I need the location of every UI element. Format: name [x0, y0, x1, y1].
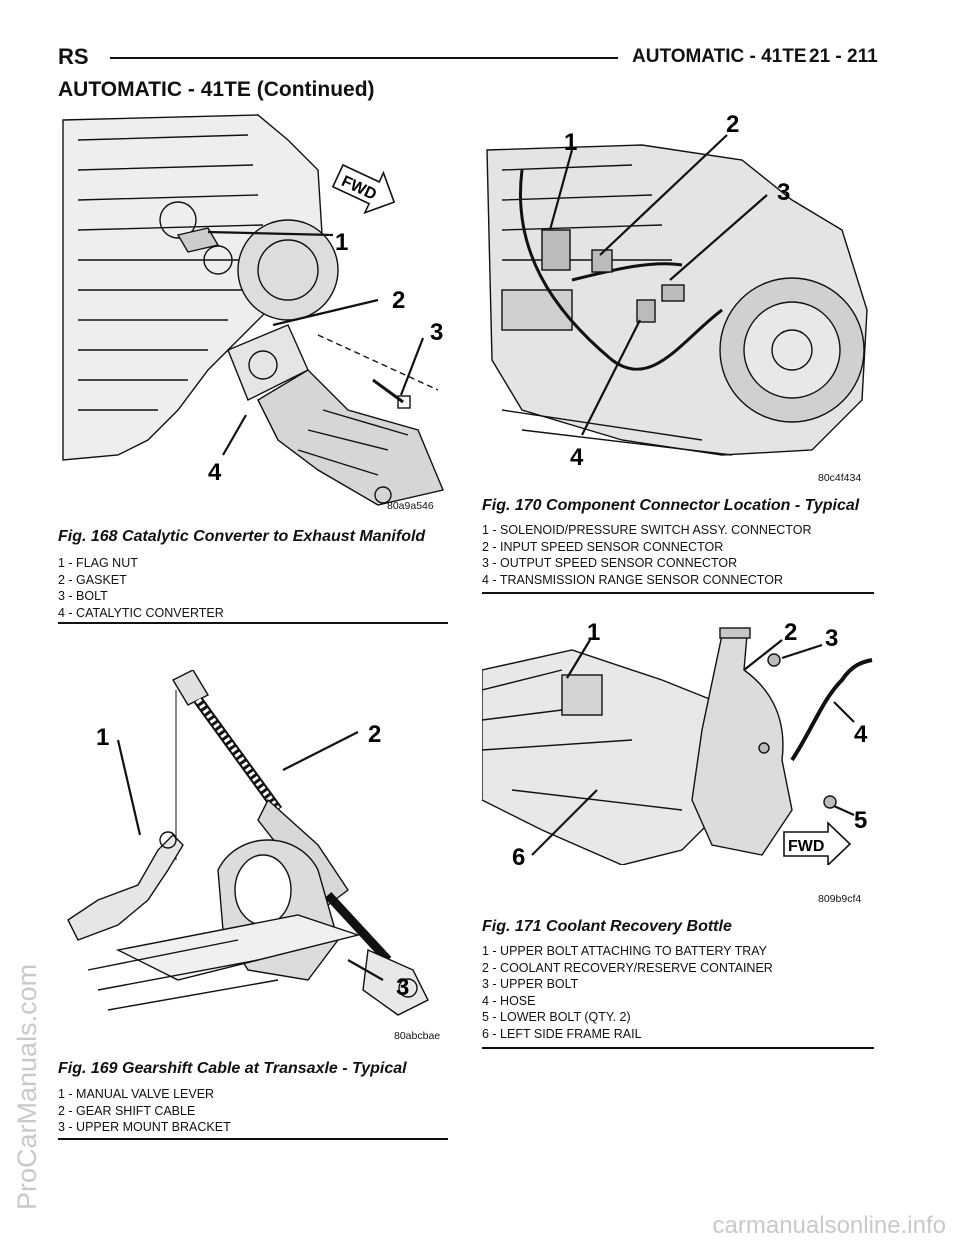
- fig171-legend-item: 4 - HOSE: [482, 993, 536, 1008]
- fig168-illustration: FWD 1 2 3 4: [58, 110, 448, 510]
- fig171-legend-item: 6 - LEFT SIDE FRAME RAIL: [482, 1026, 642, 1041]
- fig169-legend: 1 - MANUAL VALVE LEVER 2 - GEAR SHIFT CA…: [58, 1086, 231, 1136]
- fig168-legend-item: 1 - FLAG NUT: [58, 556, 138, 570]
- fig171-image-code: 809b9cf4: [818, 893, 862, 905]
- continued-title: AUTOMATIC - 41TE (Continued): [58, 78, 375, 101]
- fig169-caption: Fig. 169 Gearshift Cable at Transaxle - …: [58, 1060, 407, 1077]
- fig169-callout-3: 3: [396, 974, 409, 1001]
- fig171-caption: Fig. 171 Coolant Recovery Bottle: [482, 918, 732, 935]
- fig171-callout-4: 4: [854, 721, 868, 748]
- fig170-callout-2: 2: [726, 111, 739, 138]
- fig169-legend-item: 3 - UPPER MOUNT BRACKET: [58, 1120, 231, 1134]
- fig168-callout-4: 4: [208, 459, 222, 486]
- fig171-legend-item: 2 - COOLANT RECOVERY/RESERVE CONTAINER: [482, 960, 773, 975]
- fig169-legend-item: 1 - MANUAL VALVE LEVER: [58, 1087, 215, 1101]
- fig171-callout-6: 6: [512, 844, 525, 865]
- fig170-callout-4: 4: [570, 444, 584, 471]
- fig171-callout-2: 2: [784, 619, 797, 646]
- fig171-legend-item: 5 - LOWER BOLT (QTY. 2): [482, 1010, 631, 1024]
- fig170-legend-item: 2 - INPUT SPEED SENSOR CONNECTOR: [482, 539, 724, 554]
- fig170-callout-3: 3: [777, 179, 790, 206]
- header-rule: [110, 57, 618, 59]
- fig170-caption: Fig. 170 Component Connector Location - …: [482, 497, 860, 514]
- fig171-legend: 1 - UPPER BOLT ATTACHING TO BATTERY TRAY…: [482, 943, 773, 1042]
- header-chapter-title: AUTOMATIC - 41TE: [632, 46, 807, 67]
- side-watermark: ProCarManuals.com: [12, 963, 42, 1210]
- fig170-legend-item: 1 - SOLENOID/PRESSURE SWITCH ASSY. CONNE…: [482, 523, 812, 537]
- fig168-legend-item: 3 - BOLT: [58, 589, 108, 603]
- fig168-callout-2: 2: [392, 287, 405, 314]
- fig169-callout-2: 2: [368, 721, 381, 748]
- fig171-legend-item: 3 - UPPER BOLT: [482, 977, 579, 991]
- footer-watermark: carmanualsonline.info: [712, 1212, 946, 1239]
- fig171-callout-3: 3: [825, 625, 838, 652]
- fig168-rule: [58, 622, 448, 624]
- fig169-illustration: 1 2 3: [58, 670, 448, 1040]
- header-page-number: 21 - 211: [809, 46, 878, 67]
- fig171-fwd-label: FWD: [788, 838, 824, 855]
- fig168-legend: 1 - FLAG NUT 2 - GASKET 3 - BOLT 4 - CAT…: [58, 555, 224, 621]
- header-section-code: RS: [58, 44, 89, 69]
- fig169-legend-item: 2 - GEAR SHIFT CABLE: [58, 1103, 196, 1118]
- fig168-callout-1: 1: [335, 229, 348, 256]
- fig168-legend-item: 2 - GASKET: [58, 572, 127, 587]
- fig170-rule: [482, 592, 874, 594]
- fig171-legend-item: 1 - UPPER BOLT ATTACHING TO BATTERY TRAY: [482, 944, 768, 958]
- fig169-image-code: 80abcbae: [394, 1030, 441, 1042]
- fig170-callout-1: 1: [564, 129, 577, 156]
- fig171-illustration: FWD 1 2 3 4 5 6: [482, 610, 874, 865]
- fig168-callout-3: 3: [430, 319, 443, 346]
- fig171-callout-5: 5: [854, 807, 867, 834]
- fig168-caption: Fig. 168 Catalytic Converter to Exhaust …: [58, 528, 426, 545]
- fig169-callout-1: 1: [96, 724, 109, 751]
- fig168-legend-item: 4 - CATALYTIC CONVERTER: [58, 605, 224, 620]
- fig168-image-code: 80a9a546: [387, 500, 434, 512]
- fig170-legend: 1 - SOLENOID/PRESSURE SWITCH ASSY. CONNE…: [482, 522, 811, 588]
- fig170-legend-item: 4 - TRANSMISSION RANGE SENSOR CONNECTOR: [482, 572, 783, 587]
- fig171-rule: [482, 1047, 874, 1049]
- fig171-callout-1: 1: [587, 619, 600, 646]
- fig170-image-code: 80c4f434: [818, 472, 862, 484]
- fig170-illustration: 1 2 3 4: [482, 110, 874, 480]
- fig170-legend-item: 3 - OUTPUT SPEED SENSOR CONNECTOR: [482, 556, 738, 570]
- fig169-rule: [58, 1138, 448, 1140]
